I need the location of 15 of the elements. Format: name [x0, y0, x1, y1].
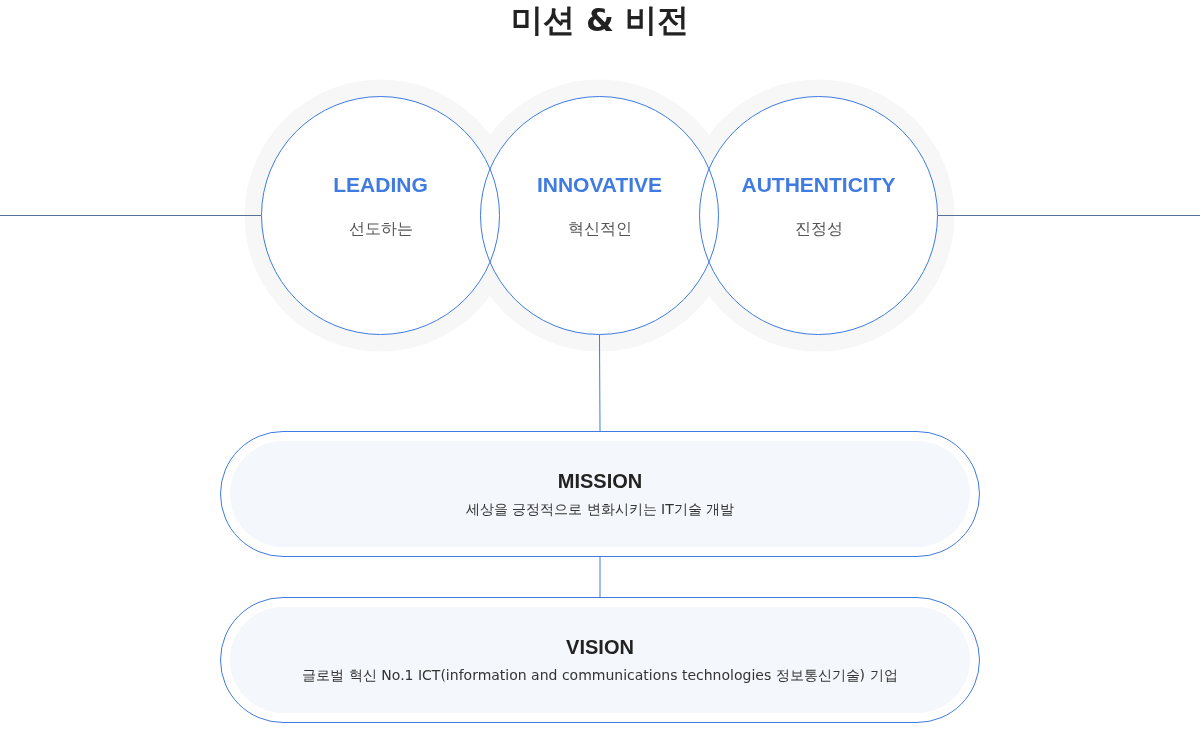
node-description: 선도하는: [348, 219, 413, 240]
node-description: 진정성: [794, 219, 843, 240]
connector-line: [937, 215, 1200, 216]
node-heading: MISSION: [557, 469, 643, 493]
node-heading: LEADING: [333, 173, 428, 197]
node-heading: AUTHENTICITY: [741, 173, 896, 197]
diagram-title: 미션 & 비전: [509, 0, 691, 40]
connector-line: [599, 556, 601, 598]
connector-line: [599, 334, 601, 432]
node-heading: INNOVATIVE: [536, 173, 663, 197]
node-heading: VISION: [566, 635, 634, 659]
node-description: 글로벌 혁신 No.1 ICT(information and communications technologies 정보통신기술) 기업: [302, 666, 898, 685]
node-description: 혁신적인: [567, 219, 632, 240]
connector-line: [0, 215, 262, 216]
node-description: 세상을 긍정적으로 변화시키는 IT기술 개발: [465, 500, 735, 519]
